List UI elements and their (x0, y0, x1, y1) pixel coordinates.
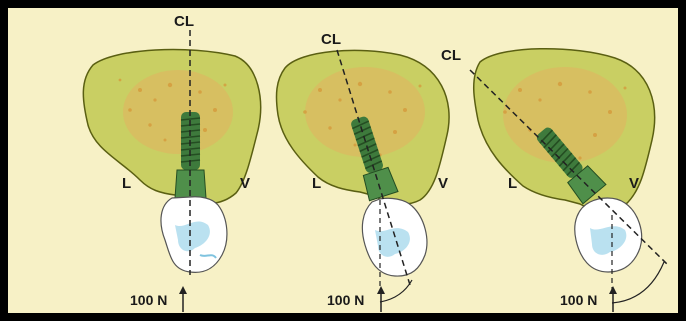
force-label: 100 N (560, 292, 597, 308)
force-label: 100 N (130, 292, 167, 308)
axis-label: CL (441, 47, 461, 64)
vestibular-label: V (240, 175, 250, 192)
lingual-label: L (122, 175, 131, 192)
force-label: 100 N (327, 292, 364, 308)
vestibular-label: V (629, 175, 639, 192)
crown (575, 198, 642, 272)
lingual-label: L (312, 175, 321, 192)
vestibular-label: V (438, 175, 448, 192)
axis-label: CL (321, 31, 341, 48)
axis-label: CL (174, 13, 194, 30)
lingual-label: L (508, 175, 517, 192)
